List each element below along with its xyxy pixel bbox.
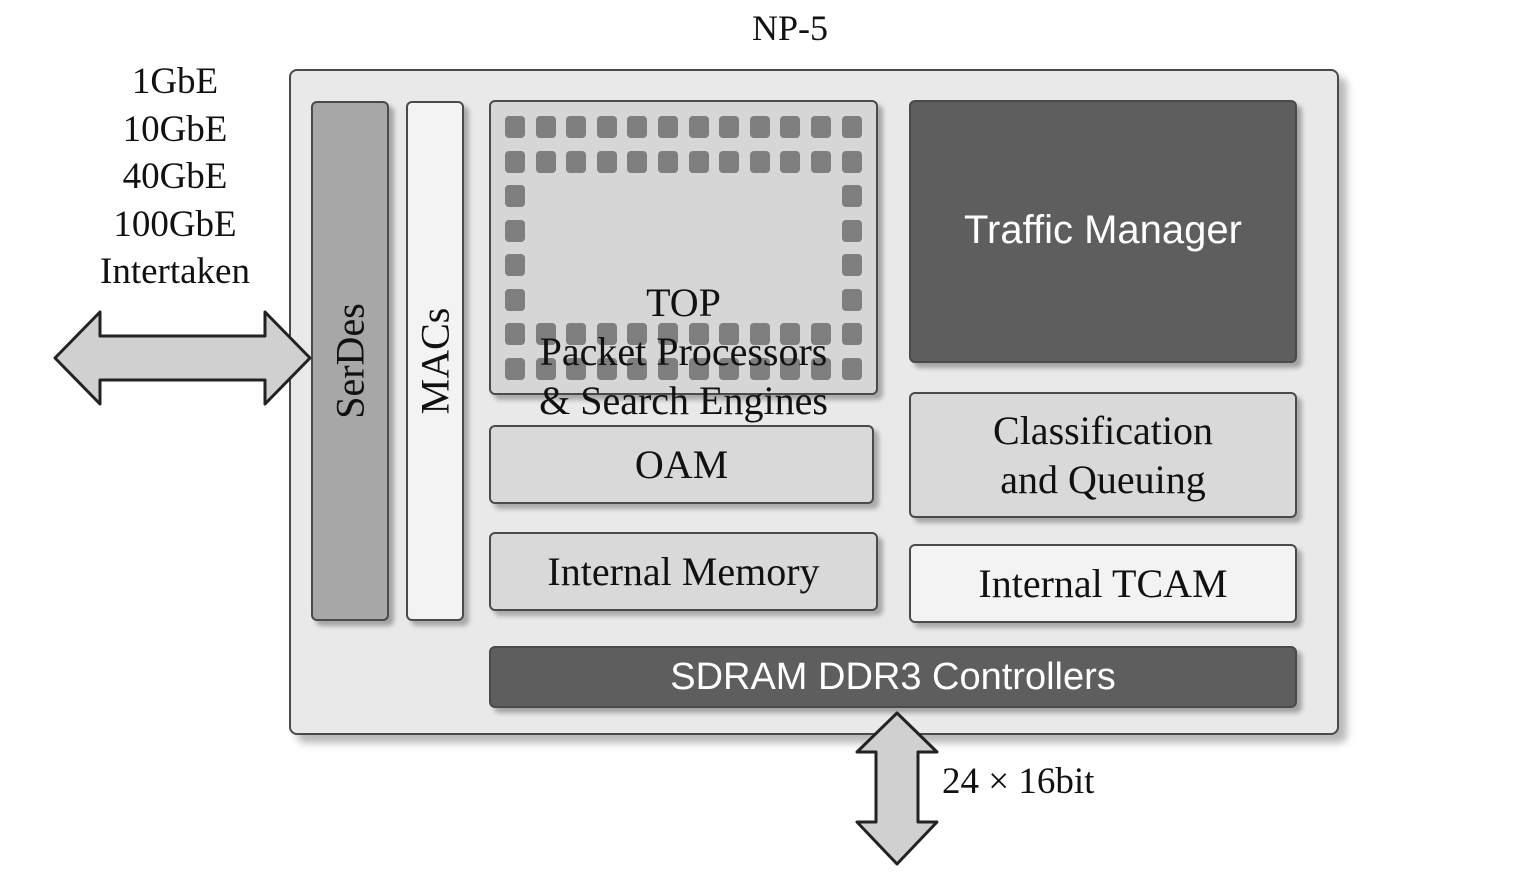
traffic-manager-block: Traffic Manager (909, 100, 1297, 363)
processor-cell (841, 219, 862, 242)
processor-cell (749, 323, 770, 345)
internal-tcam-label: Internal TCAM (978, 561, 1228, 606)
sdram-controllers-label: SDRAM DDR3 Controllers (670, 655, 1116, 698)
processor-cell (566, 116, 587, 138)
port-label: 40GbE (122, 156, 228, 197)
port-label: 1GbE (131, 61, 219, 102)
processor-cell (566, 150, 587, 173)
processor-cell (627, 150, 648, 173)
processor-cell (505, 185, 525, 207)
internal-memory-block: Internal Memory (489, 532, 878, 611)
memory-bus-arrow (855, 711, 939, 866)
processor-cell (627, 357, 648, 380)
port-label: Intertaken (100, 251, 250, 292)
processor-cell (719, 150, 740, 173)
top-label-line: TOP (646, 280, 721, 325)
diagram-title: NP-5 (751, 8, 828, 48)
processor-cell (505, 116, 525, 138)
processor-cell (811, 357, 831, 380)
processor-cell (505, 219, 525, 242)
sdram-controllers-block: SDRAM DDR3 Controllers (489, 646, 1297, 708)
processor-cell (749, 116, 770, 138)
port-labels: 1GbE 10GbE 40GbE 100GbE Intertaken (70, 58, 280, 296)
processor-cell (566, 323, 587, 345)
top-label-line: Packet Processors (539, 329, 828, 374)
processor-cell (596, 150, 617, 173)
oam-label: OAM (634, 442, 729, 487)
processor-cell (658, 357, 678, 380)
classification-label: Classification (993, 408, 1213, 453)
processor-cell (841, 323, 862, 345)
processor-cell (841, 150, 862, 173)
processor-cell (749, 357, 770, 380)
processor-cell (688, 323, 709, 345)
traffic-manager-label: Traffic Manager (964, 208, 1242, 252)
processor-cell (535, 323, 556, 345)
processor-cell (688, 116, 709, 138)
processor-cell (780, 150, 801, 173)
port-label: 100GbE (113, 203, 237, 245)
processor-cell (688, 150, 709, 173)
processor-cell (505, 254, 525, 276)
processor-cell (841, 254, 862, 276)
processor-cell (658, 150, 678, 173)
internal-tcam-block: Internal TCAM (909, 544, 1297, 623)
processor-cell (841, 185, 862, 207)
processor-cell (596, 323, 617, 345)
macs-block: MACs (406, 101, 464, 621)
processor-cell (627, 116, 648, 138)
processor-cell (811, 150, 831, 173)
processor-cell (811, 323, 831, 345)
processor-cell (535, 116, 556, 138)
processor-cell (566, 357, 587, 380)
bus-width-label: 24 × 16bit (942, 761, 1095, 802)
processor-cell (627, 323, 648, 345)
classification-label: and Queuing (1000, 457, 1206, 502)
top-block: TOP Packet Processors & Search Engines (489, 100, 878, 423)
processor-cell (658, 323, 678, 345)
processor-cell (749, 150, 770, 173)
internal-memory-label: Internal Memory (547, 549, 820, 594)
processor-cell (596, 357, 617, 380)
processor-cell (596, 116, 617, 138)
processor-cell (719, 357, 740, 380)
processor-cell (535, 150, 556, 173)
processor-cell (841, 116, 862, 138)
processor-cell (505, 323, 525, 345)
processor-cell (688, 357, 709, 380)
processor-cell (505, 288, 525, 311)
port-label: 10GbE (122, 108, 228, 150)
network-interface-arrow (53, 310, 312, 406)
processor-cell (780, 116, 801, 138)
processor-cell (811, 116, 831, 138)
classification-block: Classification and Queuing (909, 392, 1297, 518)
serdes-block: SerDes (311, 101, 389, 621)
processor-cell (780, 357, 801, 380)
processor-cell (719, 323, 740, 345)
oam-block: OAM (489, 425, 874, 504)
top-label: TOP Packet Processors & Search Engines (491, 278, 876, 425)
processor-cell (780, 323, 801, 345)
processor-cell (505, 357, 525, 380)
processor-cell (535, 357, 556, 380)
processor-cell (505, 150, 525, 173)
processor-cell (841, 357, 862, 380)
processor-cell (719, 116, 740, 138)
processor-cell (841, 288, 862, 311)
top-label-line: & Search Engines (539, 378, 828, 423)
processor-cell (658, 116, 678, 138)
